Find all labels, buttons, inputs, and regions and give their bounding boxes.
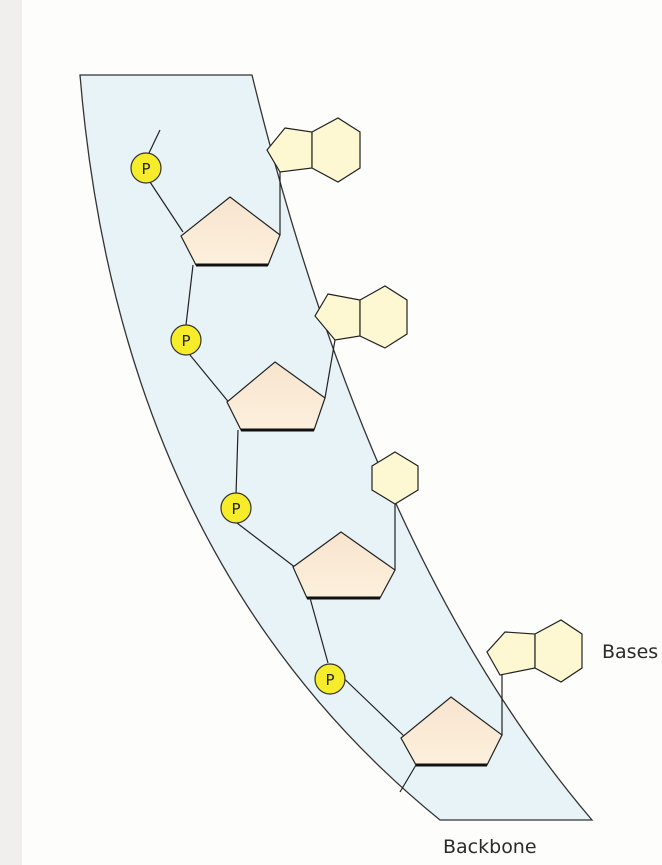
base-1-pentagon xyxy=(266,127,313,173)
base-3-hexagon xyxy=(371,451,419,505)
phosphate-link-1 xyxy=(149,181,184,233)
bases-label: Bases xyxy=(602,641,658,663)
phosphate-1-circle xyxy=(130,152,162,184)
phosphate-4: P xyxy=(314,663,346,695)
strand-end-line xyxy=(399,764,417,793)
base-2-pentagon xyxy=(314,293,361,341)
phosphate-link-3 xyxy=(236,522,297,569)
phosphate-link-1b xyxy=(185,264,194,326)
phosphate-2-circle xyxy=(170,324,202,356)
phosphate-link-2 xyxy=(189,354,232,406)
backbone-label: Backbone xyxy=(443,836,537,858)
base-4 xyxy=(486,619,583,683)
strand-start-line xyxy=(148,129,161,154)
phosphate-3-circle xyxy=(220,492,252,524)
phosphate-3-label: P xyxy=(231,500,240,518)
base-stem-2 xyxy=(324,339,336,399)
base-2 xyxy=(314,285,408,349)
base-1-hexagon xyxy=(311,117,361,183)
phosphate-1: P xyxy=(130,152,162,184)
phosphate-4-circle xyxy=(314,663,346,695)
phosphate-2-label: P xyxy=(181,332,190,350)
phosphate-4-label: P xyxy=(325,671,334,689)
backbone-band xyxy=(79,74,594,821)
phosphate-2: P xyxy=(170,324,202,356)
phosphate-3: P xyxy=(220,492,252,524)
phosphate-link-3b xyxy=(309,597,329,664)
phosphate-1-label: P xyxy=(141,160,150,178)
phosphate-link-2b xyxy=(235,429,239,496)
base-1 xyxy=(266,117,361,183)
base-4-pentagon xyxy=(486,631,536,676)
page-edge xyxy=(0,0,22,865)
base-2-hexagon xyxy=(359,285,408,349)
base-4-hexagon xyxy=(534,619,583,683)
